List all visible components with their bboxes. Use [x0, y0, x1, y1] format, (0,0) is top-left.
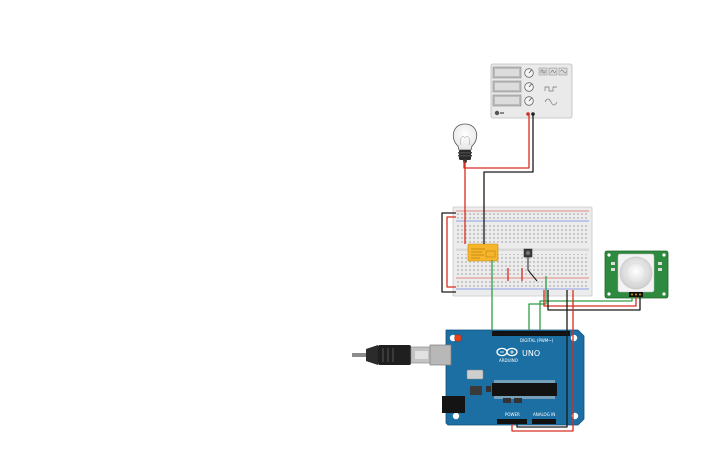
wire-arduino-gnd[interactable] — [516, 290, 568, 428]
arduino-uno[interactable]: UNO ARDUINO DIGITAL (PWM~) POWER ANALOG … — [429, 329, 585, 426]
wire-generator-to-bulb[interactable] — [463, 114, 530, 169]
power-header-label: POWER — [505, 412, 520, 417]
sine-wave-button[interactable] — [558, 67, 568, 76]
function-generator-display-1 — [492, 66, 522, 79]
atmega-chip — [492, 383, 557, 396]
square-wave-icon — [544, 86, 557, 92]
wires — [441, 114, 641, 432]
breadboard[interactable] — [452, 206, 593, 297]
arduino-brand-label: ARDUINO — [499, 358, 518, 363]
usb-jack — [429, 344, 452, 366]
reset-button[interactable] — [454, 334, 462, 342]
digital-header-label: DIGITAL (PWM~) — [520, 338, 554, 343]
power-jack — [442, 396, 465, 413]
pushbutton[interactable] — [523, 248, 533, 258]
arduino-logo-icon — [496, 347, 518, 357]
pir-sensor[interactable] — [604, 250, 669, 299]
wire-pir-vcc[interactable] — [543, 290, 637, 307]
wire-button-signal[interactable] — [528, 276, 547, 330]
wire-rail-left-red[interactable] — [446, 216, 456, 288]
function-generator[interactable] — [490, 63, 573, 119]
waveform-buttons[interactable] — [538, 67, 568, 76]
function-generator-display-3 — [492, 94, 522, 107]
usb-cable[interactable] — [352, 345, 433, 365]
power-switch[interactable] — [494, 110, 500, 116]
wire-pir-gnd[interactable] — [547, 290, 641, 311]
wire-rail-left-black[interactable] — [441, 212, 456, 293]
function-generator-display-2 — [492, 80, 522, 93]
triangle-wave-button[interactable] — [548, 67, 558, 76]
analog-header-label: ANALOG IN — [533, 412, 555, 417]
sine-wave-icon — [544, 98, 558, 106]
wire-generator-to-breadboard[interactable] — [483, 114, 534, 244]
arduino-model-label: UNO — [522, 349, 540, 358]
wire-arduino-5v[interactable] — [511, 290, 574, 432]
analog-header[interactable] — [532, 419, 556, 424]
wire-pir-signal[interactable] — [539, 297, 633, 330]
power-header[interactable] — [497, 419, 527, 424]
wire-button-jumper[interactable] — [527, 257, 538, 282]
pir-dome — [619, 256, 653, 290]
relay[interactable] — [467, 243, 499, 262]
light-bulb[interactable] — [452, 123, 478, 163]
